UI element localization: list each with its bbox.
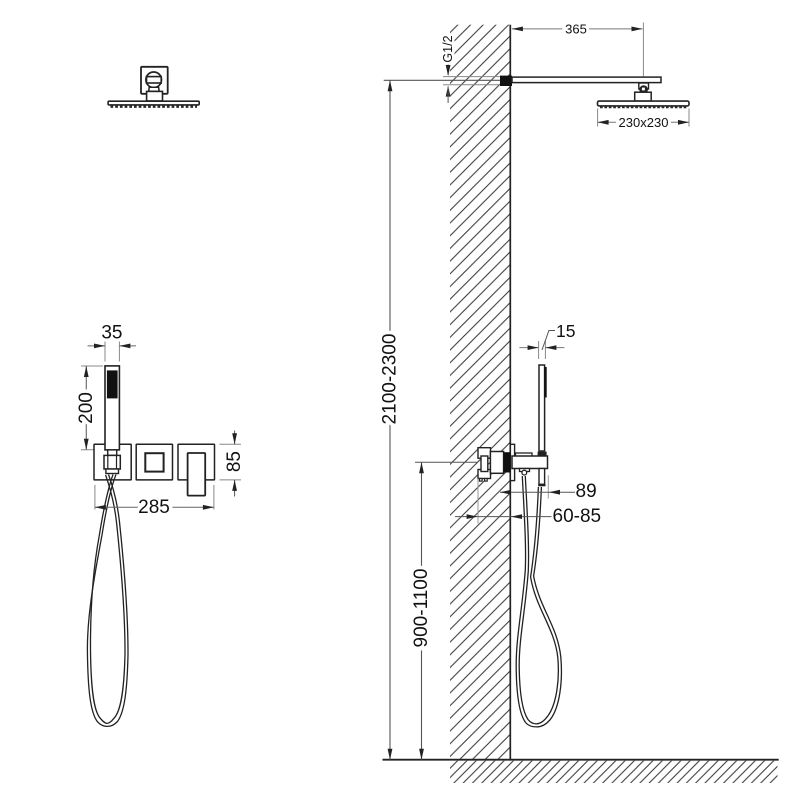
svg-text:60-85: 60-85	[553, 506, 602, 527]
svg-text:285: 285	[138, 497, 170, 518]
svg-text:2100-2300: 2100-2300	[380, 334, 401, 425]
svg-text:365: 365	[565, 21, 587, 36]
svg-text:15: 15	[556, 321, 575, 341]
svg-text:85: 85	[224, 451, 245, 472]
svg-text:G1/2: G1/2	[441, 35, 455, 62]
svg-text:35: 35	[101, 323, 122, 344]
svg-text:89: 89	[576, 481, 597, 502]
svg-text:230x230: 230x230	[619, 115, 669, 130]
svg-text:900-1100: 900-1100	[411, 569, 432, 648]
svg-text:200: 200	[76, 392, 97, 424]
